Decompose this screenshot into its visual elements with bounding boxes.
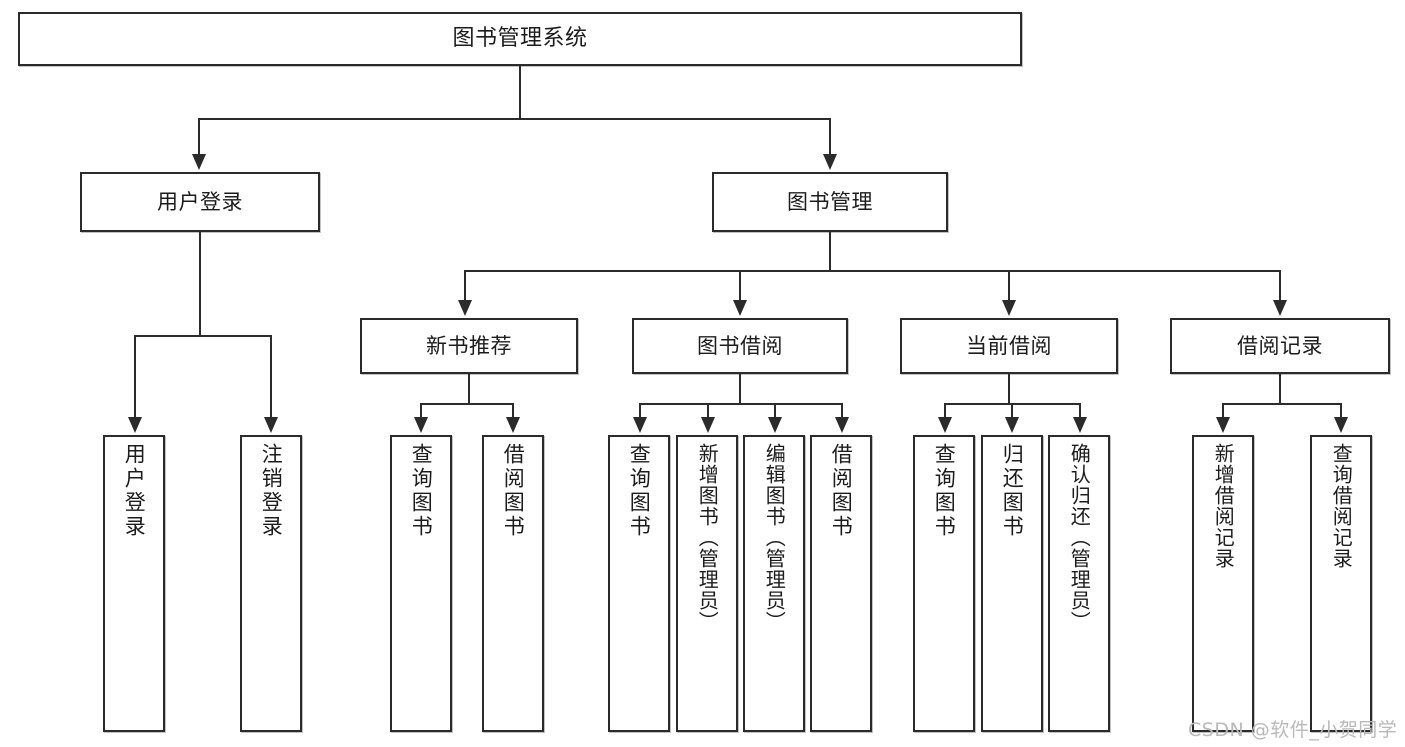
connector-currentborrow-drop-1	[944, 403, 946, 419]
connector-bookmanage-drop-3	[1008, 270, 1010, 302]
node-label: 图书借阅	[697, 333, 783, 358]
connector-borrowrecord-drop-2	[1340, 403, 1342, 419]
connector-bookborrow-drop-1	[639, 403, 641, 419]
leaf-newbook-borrow-book[interactable]: 借阅图书	[482, 435, 544, 732]
connector-bookborrow-drop-4	[841, 403, 843, 419]
node-root-system[interactable]: 图书管理系统	[18, 12, 1022, 66]
node-label: 查询借阅记录	[1329, 443, 1354, 569]
connector-bookmanage-drop-4	[1279, 270, 1281, 302]
node-label: 借阅图书	[829, 443, 854, 539]
leaf-br-query-record[interactable]: 查询借阅记录	[1310, 435, 1372, 732]
connector-userlogin-drop-2	[270, 335, 272, 419]
connector-bookborrow-drop-2	[707, 403, 709, 419]
leaf-bb-borrow-book[interactable]: 借阅图书	[810, 435, 872, 732]
connector-borrowrecord-drop-1	[1222, 403, 1224, 419]
node-label: 查询图书	[932, 443, 957, 539]
node-current-borrow[interactable]: 当前借阅	[900, 318, 1118, 374]
connector-bookmanage-stem	[829, 232, 831, 270]
leaf-logout[interactable]: 注销登录	[240, 435, 302, 732]
arrowhead-to-leaf-bb-add	[701, 417, 715, 433]
node-book-borrow[interactable]: 图书借阅	[632, 318, 848, 374]
leaf-cb-query-book[interactable]: 查询图书	[913, 435, 975, 732]
leaf-cb-return-book[interactable]: 归还图书	[981, 435, 1043, 732]
node-label: 新增图书（管理员）	[695, 443, 720, 632]
arrowhead-to-user-login	[192, 154, 206, 170]
connector-userlogin-bus	[134, 335, 271, 337]
node-borrow-record[interactable]: 借阅记录	[1170, 318, 1390, 374]
connector-borrowrecord-bus	[1222, 403, 1341, 405]
connector-newbook-bus	[420, 403, 513, 405]
node-new-book-recommend[interactable]: 新书推荐	[360, 318, 578, 374]
node-label: 新增借阅记录	[1211, 443, 1236, 569]
connector-bookborrow-drop-3	[774, 403, 776, 419]
arrowhead-to-leaf-user-login	[128, 417, 142, 433]
leaf-br-add-record[interactable]: 新增借阅记录	[1192, 435, 1254, 732]
connector-bookmanage-bus	[464, 270, 1281, 272]
connector-newbook-drop-1	[420, 403, 422, 419]
node-label: 用户登录	[157, 189, 243, 214]
node-label: 注销登录	[259, 443, 284, 539]
arrowhead-to-leaf-cb-query	[938, 417, 952, 433]
arrowhead-to-book-borrow	[733, 300, 747, 316]
arrowhead-to-leaf-br-add	[1216, 417, 1230, 433]
node-label: 借阅图书	[501, 443, 526, 539]
connector-bookmanage-drop-2	[739, 270, 741, 302]
connector-bookborrow-stem	[739, 374, 741, 403]
connector-newbook-drop-2	[512, 403, 514, 419]
node-label: 查询图书	[409, 443, 434, 539]
arrowhead-to-leaf-br-query	[1334, 417, 1348, 433]
connector-root-bus	[198, 118, 830, 120]
node-label: 确认归还（管理员）	[1067, 443, 1092, 632]
connector-bookborrow-bus	[639, 403, 842, 405]
leaf-user-login[interactable]: 用户登录	[103, 435, 165, 732]
leaf-cb-confirm-return-admin[interactable]: 确认归还（管理员）	[1048, 435, 1110, 732]
connector-newbook-stem	[468, 374, 470, 403]
leaf-bb-edit-book-admin[interactable]: 编辑图书（管理员）	[743, 435, 805, 732]
arrowhead-to-leaf-bb-edit	[768, 417, 782, 433]
leaf-bb-query-book[interactable]: 查询图书	[608, 435, 670, 732]
leaf-bb-add-book-admin[interactable]: 新增图书（管理员）	[676, 435, 738, 732]
connector-bookmanage-drop-1	[464, 270, 466, 302]
arrowhead-to-leaf-newbook-borrow	[506, 417, 520, 433]
node-label: 归还图书	[1000, 443, 1025, 539]
arrowhead-to-leaf-cb-confirm	[1073, 417, 1087, 433]
arrowhead-to-leaf-logout	[264, 417, 278, 433]
node-label: 查询图书	[627, 443, 652, 539]
node-user-login[interactable]: 用户登录	[80, 172, 320, 232]
node-label: 新书推荐	[426, 333, 512, 358]
arrowhead-to-leaf-bb-query	[633, 417, 647, 433]
arrowhead-to-new-book	[458, 300, 472, 316]
node-label: 图书管理系统	[452, 26, 588, 52]
connector-root-drop-right	[829, 118, 831, 156]
arrowhead-to-current-borrow	[1002, 300, 1016, 316]
connector-root-stem	[519, 66, 521, 118]
arrowhead-to-leaf-bb-borrow	[835, 417, 849, 433]
arrowhead-to-leaf-newbook-query	[414, 417, 428, 433]
connector-currentborrow-drop-3	[1079, 403, 1081, 419]
leaf-newbook-query-book[interactable]: 查询图书	[390, 435, 452, 732]
arrowhead-to-book-manage	[823, 154, 837, 170]
node-label: 编辑图书（管理员）	[762, 443, 787, 632]
connector-root-drop-left	[198, 118, 200, 156]
node-label: 当前借阅	[966, 333, 1052, 358]
node-label: 用户登录	[122, 443, 147, 539]
node-label: 借阅记录	[1237, 333, 1323, 358]
node-book-management[interactable]: 图书管理	[712, 172, 948, 232]
connector-currentborrow-stem	[1008, 374, 1010, 403]
node-label: 图书管理	[787, 189, 873, 214]
arrowhead-to-leaf-cb-return	[1005, 417, 1019, 433]
connector-borrowrecord-stem	[1279, 374, 1281, 403]
connector-userlogin-stem	[199, 232, 201, 335]
connector-userlogin-drop-1	[134, 335, 136, 419]
arrowhead-to-borrow-record	[1273, 300, 1287, 316]
connector-currentborrow-drop-2	[1011, 403, 1013, 419]
